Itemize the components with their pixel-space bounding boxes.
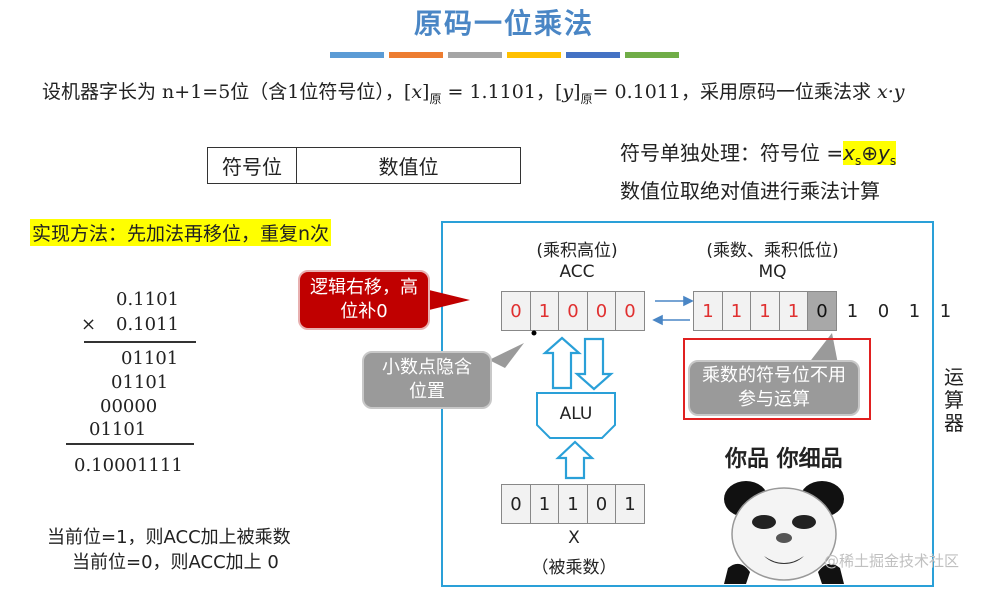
color-bar-1 — [330, 52, 384, 58]
color-bar-3 — [448, 52, 502, 58]
y-value: = 0.1011， — [592, 81, 700, 103]
unit-label: 运算器 — [944, 365, 964, 435]
acc-name: ACC — [559, 262, 595, 282]
shift-callout-text: 逻辑右移，高位补0 — [310, 277, 418, 322]
multiplicand: 0.1101 — [116, 289, 179, 310]
partial-4: 01101 — [89, 419, 147, 440]
sign-formula: xs⊕ys — [843, 141, 897, 168]
color-bar-5 — [566, 52, 620, 58]
mq-overflow-bit: 1 — [846, 300, 859, 322]
mq-overflow-bit: 1 — [908, 300, 921, 322]
color-bar-6 — [625, 52, 679, 58]
acc-bit: 0 — [558, 291, 588, 331]
sum-line-2 — [66, 443, 194, 445]
shift-callout-pointer — [429, 290, 470, 310]
shift-arrow-left — [652, 314, 690, 326]
mq-overflow-bit: 1 — [939, 300, 952, 322]
x-caption: （被乘数） — [531, 558, 617, 578]
acc-bit: 1 — [529, 291, 560, 331]
alu-shape — [536, 392, 616, 439]
mq-register: 1 1 1 1 0 1 0 1 1 — [693, 291, 961, 331]
mq-name: MQ — [758, 262, 787, 282]
x-bit: 0 — [501, 484, 531, 524]
subscript-yuan: 原 — [429, 91, 442, 106]
panda-meme-icon — [724, 481, 844, 584]
product-expr: x·y — [877, 81, 905, 103]
subscript-yuan: 原 — [580, 91, 593, 106]
color-bar-4 — [507, 52, 561, 58]
sign-formula-text: xs⊕ys — [843, 141, 897, 168]
rule-bit-0: 当前位=0，则ACC加上 0 — [72, 552, 279, 573]
partial-3: 00000 — [100, 396, 158, 417]
var-x: x — [411, 81, 423, 103]
partial-2: 01101 — [111, 372, 169, 393]
acc-register: 0 1 0 0 0 — [501, 291, 645, 331]
shift-callout: 逻辑右移，高位补0 — [298, 270, 430, 330]
problem-suffix: 采用原码一位乘法求 — [700, 81, 878, 103]
sign-callout-text: 乘数的符号位不用参与运算 — [702, 365, 846, 410]
bracket-open: [ — [554, 81, 563, 103]
var-y: y — [562, 81, 574, 103]
page-title: 原码一位乘法 — [413, 7, 594, 40]
mq-bit: 1 — [778, 291, 809, 331]
problem-prefix: 设机器字长为 n+1=5位（含1位符号位）， — [42, 81, 404, 103]
x-bit: 1 — [529, 484, 560, 524]
multiplier: 0.1011 — [116, 314, 179, 335]
x-value: = 1.1101， — [441, 81, 555, 103]
decimal-point-dot — [531, 330, 537, 336]
mq-overflow-bit: 0 — [877, 300, 890, 322]
alu-label: ALU — [559, 404, 593, 424]
format-table: 符号位 数值位 — [207, 147, 521, 184]
sign-callout: 乘数的符号位不用参与运算 — [688, 360, 860, 416]
acc-bit: 0 — [501, 291, 531, 331]
value-bits-cell: 数值位 — [378, 155, 439, 179]
decimal-callout-pointer — [489, 343, 524, 368]
x-name: X — [568, 528, 580, 548]
sign-highlight-frame — [683, 338, 871, 420]
x-bit: 1 — [558, 484, 588, 524]
decimal-callout: 小数点隐含位置 — [362, 351, 492, 409]
sign-callout-pointer — [808, 333, 838, 364]
value-note: 数值位取绝对值进行乘法计算 — [620, 179, 880, 203]
x-bit: 0 — [586, 484, 617, 524]
bracket-open: [ — [403, 81, 412, 103]
mq-bit: 1 — [721, 291, 752, 331]
sign-bit-cell: 符号位 — [208, 148, 297, 183]
result: 0.10001111 — [74, 455, 183, 476]
mq-caption: (乘数、乘积低位) — [706, 241, 839, 261]
times-sign: × — [81, 314, 97, 335]
mq-bit-shifted: 0 — [807, 291, 837, 331]
acc-to-alu-arrow — [574, 337, 614, 391]
mq-bit: 1 — [750, 291, 780, 331]
sum-line-1 — [84, 341, 196, 343]
shift-arrow-right — [655, 295, 694, 307]
partial-1: 01101 — [121, 348, 179, 369]
bracket-close: ] — [573, 81, 581, 103]
rule-bit-1: 当前位=1，则ACC加上被乘数 — [47, 527, 291, 548]
x-bit: 1 — [615, 484, 645, 524]
decimal-callout-text: 小数点隐含位置 — [382, 357, 472, 402]
acc-caption: (乘积高位) — [536, 241, 618, 261]
sign-note-label: 符号单独处理：符号位 = — [620, 141, 844, 165]
acc-bit: 0 — [615, 291, 645, 331]
color-bar-2 — [389, 52, 443, 58]
meme-text: 你品 你细品 — [725, 447, 843, 472]
method-text: 实现方法：先加法再移位，重复n次 — [30, 219, 332, 246]
sign-note: 符号单独处理：符号位 =xs⊕ys — [620, 137, 897, 168]
x-to-alu-arrow — [555, 440, 595, 480]
alu-to-acc-arrow — [542, 336, 582, 390]
bracket-close: ] — [422, 81, 430, 103]
problem-statement: 设机器字长为 n+1=5位（含1位符号位），[x]原 = 1.1101，[y]原… — [42, 77, 905, 107]
watermark: @稀土掘金技术社区 — [824, 552, 960, 570]
x-register: 0 1 1 0 1 — [501, 484, 645, 524]
